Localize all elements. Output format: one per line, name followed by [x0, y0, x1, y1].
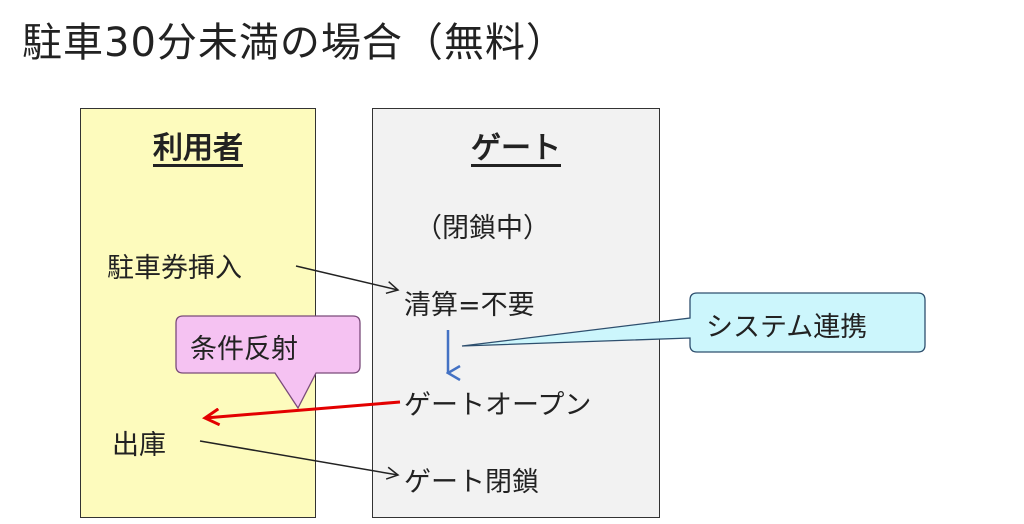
- page-title: 駐車30分未満の場合（無料）: [22, 20, 567, 66]
- arrow-open-to-exit: [205, 400, 401, 418]
- step-settlement: 清算=不要: [404, 290, 535, 321]
- step-gate-open: ゲートオープン: [404, 390, 592, 421]
- user-lane-heading: 利用者: [153, 131, 243, 166]
- step-gate-closed-state: （閉鎖中）: [415, 213, 550, 244]
- step-exit: 出庫: [112, 430, 166, 461]
- system-callout-shape: [461, 292, 926, 353]
- reflect-callout-label: 条件反射: [190, 334, 298, 365]
- user-lane: 利用者: [80, 108, 316, 518]
- step-insert-ticket: 駐車券挿入: [107, 253, 242, 284]
- arrow-exit-to-close: [199, 440, 400, 480]
- system-callout-label: システム連携: [706, 312, 868, 343]
- step-gate-close: ゲート閉鎖: [404, 467, 539, 498]
- arrow-insert-to-settle: [295, 265, 400, 295]
- gate-lane: ゲート: [372, 108, 660, 518]
- reflect-callout-shape: [175, 315, 361, 410]
- gate-lane-heading: ゲート: [471, 131, 561, 166]
